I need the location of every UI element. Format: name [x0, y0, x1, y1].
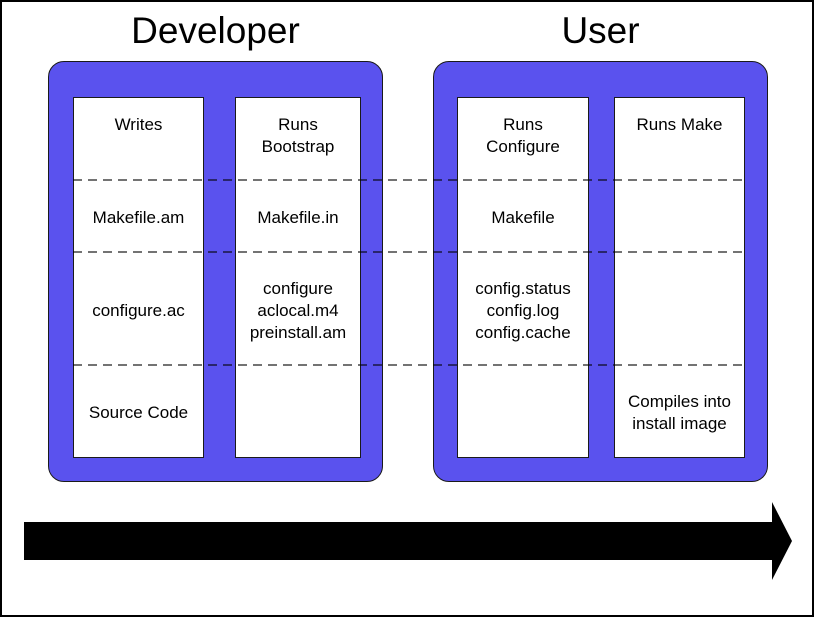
cell-empty [458, 367, 588, 457]
dashed-connector-row1 [73, 179, 744, 181]
dashed-connector-row2 [73, 251, 744, 253]
cell-makefile: Makefile [491, 208, 555, 227]
cell-empty [236, 367, 360, 457]
column-runs-bootstrap: Runs Bootstrap Makefile.in configure acl… [235, 97, 361, 458]
cell-makefile-am: Makefile.am [92, 208, 185, 227]
right-arrow-icon [772, 502, 792, 580]
cell-empty [615, 254, 744, 367]
cell-writes: Writes [114, 115, 163, 134]
cell-runs-configure: Runs Configure [486, 115, 560, 156]
cell-source-code: Source Code [88, 402, 189, 422]
dashed-connector-row3 [73, 364, 744, 366]
cell-runs-bootstrap: Runs Bootstrap [261, 115, 335, 156]
user-box: Runs Configure Makefile config.status co… [433, 61, 768, 482]
cell-config-outputs: config.status config.log config.cache [475, 278, 571, 342]
cell-runs-make: Runs Make [636, 115, 723, 134]
cell-compiles-into-install-image: Compiles into install image [628, 391, 731, 433]
column-runs-configure: Runs Configure Makefile config.status co… [457, 97, 589, 458]
cell-makefile-in: Makefile.in [257, 208, 339, 227]
cell-configure-ac: configure.ac [92, 300, 185, 320]
flow-arrow-body [24, 522, 772, 560]
user-title: User [561, 10, 640, 51]
developer-title: Developer [131, 10, 300, 51]
cell-empty [615, 182, 744, 254]
column-writes: Writes Makefile.am configure.ac Source C… [73, 97, 204, 458]
cell-configure-aclocal-preinstall: configure aclocal.m4 preinstall.am [249, 278, 347, 342]
developer-box: Writes Makefile.am configure.ac Source C… [48, 61, 383, 482]
column-runs-make: Runs Make Compiles into install image [614, 97, 745, 458]
